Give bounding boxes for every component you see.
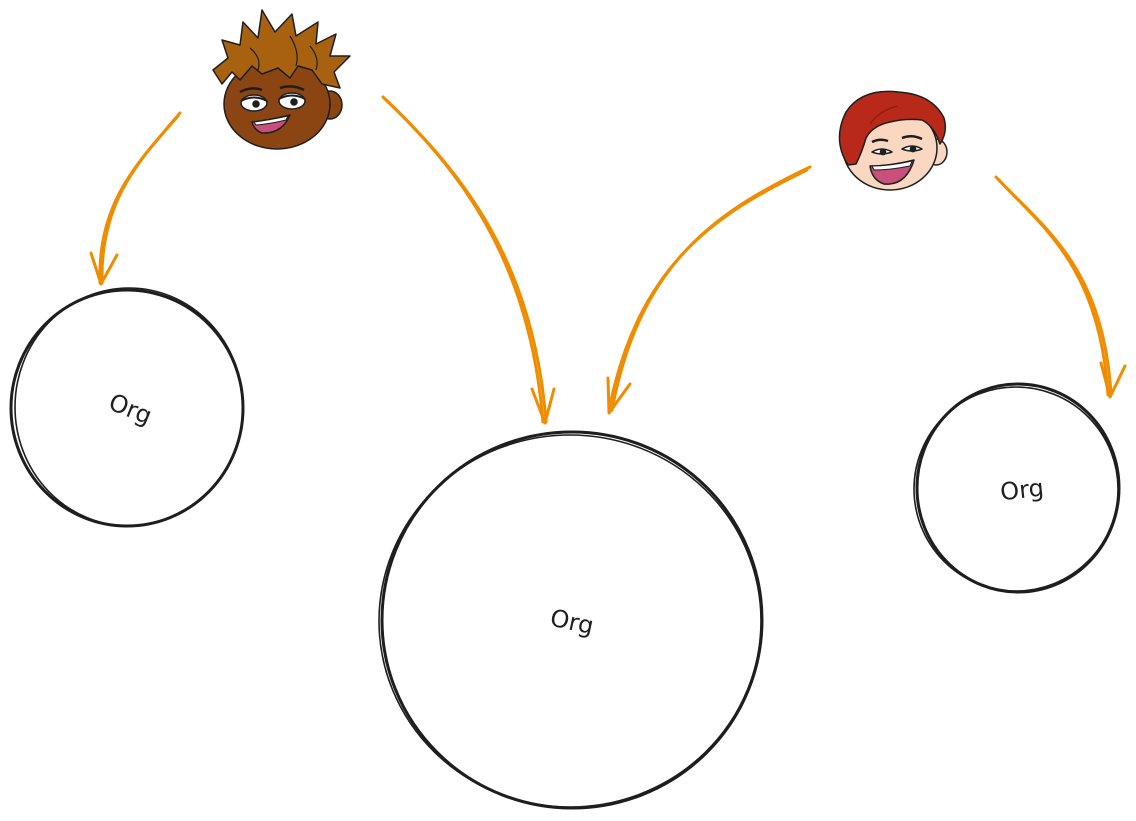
org-circle-right[interactable] bbox=[913, 382, 1121, 594]
org-label-center: Org bbox=[548, 604, 596, 640]
org-label-right: Org bbox=[999, 474, 1045, 506]
arrow-person2-to-org-center[interactable] bbox=[606, 165, 812, 415]
person-avatar-2[interactable] bbox=[838, 90, 948, 191]
person-avatar-1[interactable] bbox=[212, 9, 351, 150]
org-label-left: Org bbox=[105, 388, 156, 430]
arrow-person2-to-org-right[interactable] bbox=[994, 175, 1127, 399]
arrows bbox=[89, 95, 1127, 425]
org-circle-left[interactable] bbox=[9, 287, 245, 528]
org-circle-center[interactable] bbox=[378, 430, 764, 810]
arrow-person1-to-org-left[interactable] bbox=[89, 111, 182, 286]
arrow-person1-to-org-center[interactable] bbox=[381, 95, 556, 425]
